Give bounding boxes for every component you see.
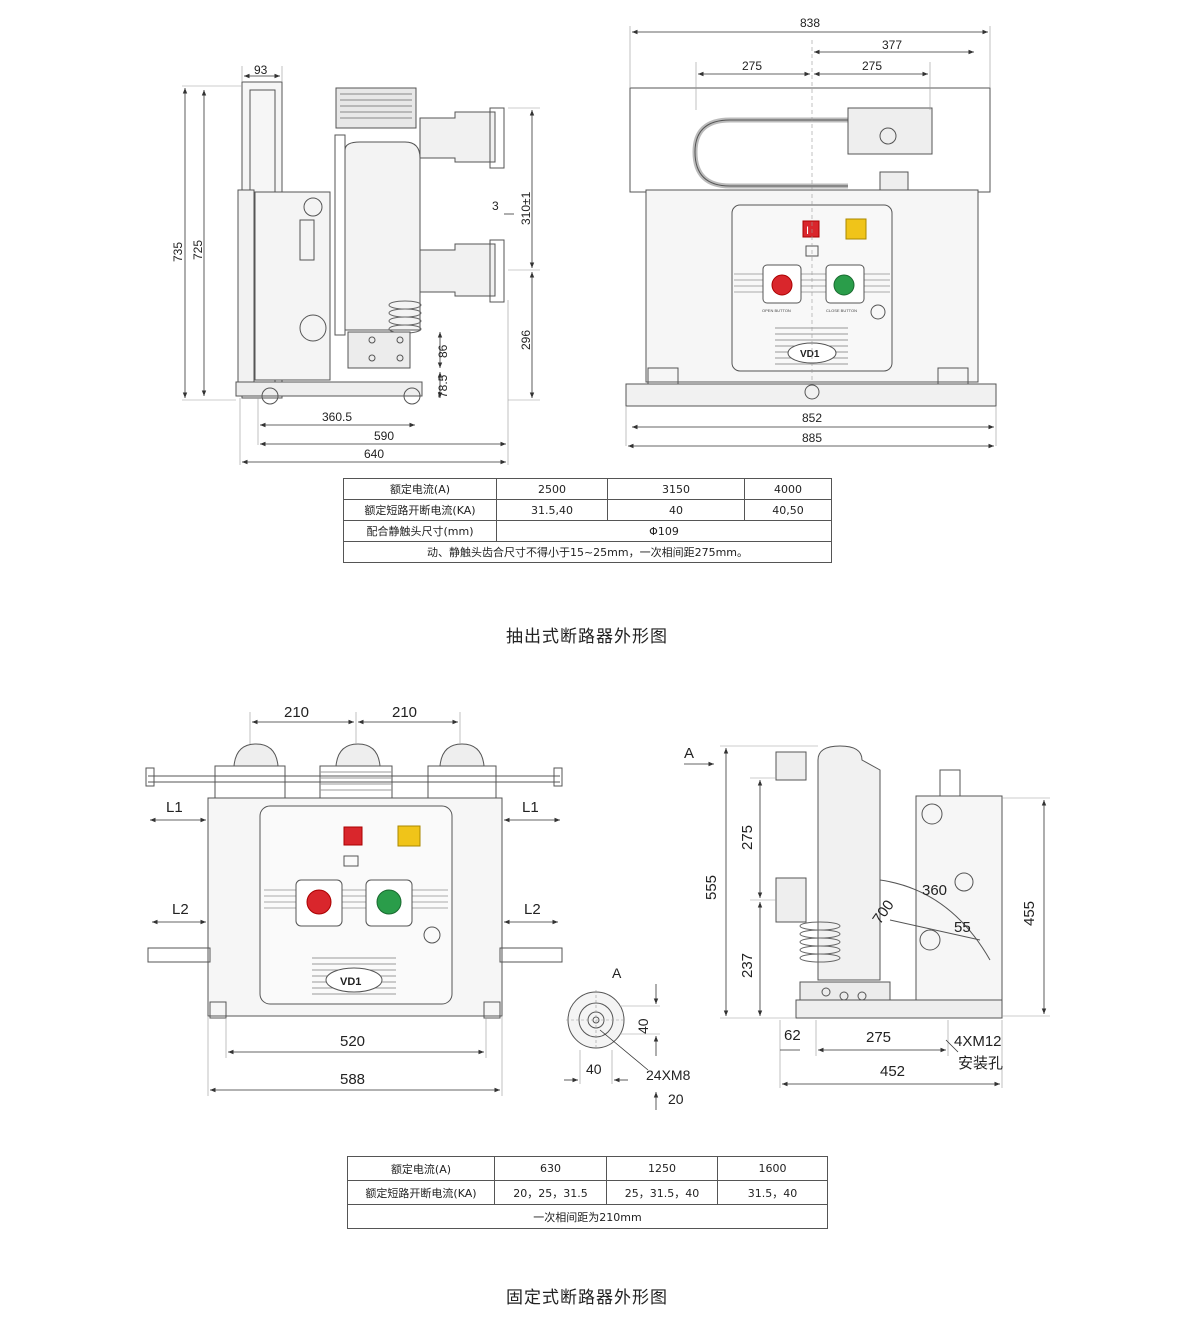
- dim-86: 86: [436, 344, 450, 358]
- dim-852: 852: [802, 411, 822, 425]
- dim-62: 62: [784, 1027, 801, 1044]
- dim-275-upper: 275: [739, 825, 756, 850]
- table-cell: 40: [607, 499, 745, 521]
- withdrawable-front-view: I VD1 OPEN BUTTON CLOSE BUTTON: [625, 16, 997, 449]
- table-cell: 630: [494, 1156, 607, 1181]
- dim-l2-right: L2: [524, 901, 541, 918]
- table-cell: 40,50: [744, 499, 832, 521]
- caption-fixed: 固定式断路器外形图: [506, 1288, 668, 1308]
- table-note: 一次相间距为210mm: [347, 1204, 828, 1229]
- table-row: 额定电流(A) 630 1250 1600: [347, 1156, 828, 1181]
- dim-520: 520: [340, 1033, 365, 1050]
- dim-l2-left: L2: [172, 901, 189, 918]
- table-cell: 31.5，40: [717, 1180, 828, 1205]
- dim-725: 725: [191, 240, 205, 260]
- table-row: 额定短路开断电流(KA) 31.5,40 40 40,50: [343, 499, 832, 521]
- dim-735: 735: [171, 242, 185, 262]
- withdrawable-spec-table: 额定电流(A) 2500 3150 4000 额定短路开断电流(KA) 31.5…: [343, 478, 832, 563]
- table-cell: 1600: [717, 1156, 828, 1181]
- dim-275-left: 275: [742, 59, 762, 73]
- dim-l1-right: L1: [522, 799, 539, 816]
- detail-label-a: A: [612, 965, 622, 981]
- fixed-front-view: VD1 210 210 L1 L1 L2 L2: [145, 704, 563, 1096]
- dim-452: 452: [880, 1063, 905, 1080]
- dim-360: 360: [922, 882, 947, 899]
- dim-588: 588: [340, 1071, 365, 1088]
- withdrawable-side-view: 93 735 725 3 310±1 296 86 78.5 360.5 590…: [171, 63, 540, 465]
- fixed-brand-vd1: VD1: [340, 976, 361, 988]
- fixed-detail-a: A 40 40 24XM8 20: [564, 965, 691, 1110]
- dim-377: 377: [882, 38, 902, 52]
- table-row: 配合静触头尺寸(mm) Φ109: [343, 520, 832, 542]
- table-cell: 4000: [744, 478, 832, 500]
- dim-210-right: 210: [392, 704, 417, 721]
- open-button-label: OPEN BUTTON: [762, 308, 791, 313]
- detail-dim-40-v: 40: [635, 1018, 651, 1034]
- table-cell: 1250: [606, 1156, 718, 1181]
- table-cell: 额定短路开断电流(KA): [343, 499, 497, 521]
- dim-296: 296: [519, 330, 533, 350]
- dim-590: 590: [374, 429, 394, 443]
- table-row: 动、静触头齿合尺寸不得小于15~25mm，一次相间距275mm。: [343, 541, 832, 563]
- svg-text:I: I: [806, 225, 809, 237]
- detail-depth: 20: [668, 1091, 684, 1107]
- dim-640: 640: [364, 447, 384, 461]
- detail-thread: 24XM8: [646, 1067, 691, 1083]
- dim-93: 93: [254, 63, 268, 77]
- dim-310: 310±1: [519, 191, 533, 225]
- dim-455: 455: [1021, 901, 1038, 926]
- table-row: 额定短路开断电流(KA) 20，25，31.5 25，31.5，40 31.5，…: [347, 1180, 828, 1205]
- dim-275-mount: 275: [866, 1029, 891, 1046]
- mount-hole-label: 安装孔: [958, 1055, 1003, 1072]
- table-cell: 2500: [496, 478, 608, 500]
- dim-885: 885: [802, 431, 822, 445]
- fixed-side-view: A 555 275 237 360 700 55 455 62 275 4XM1…: [684, 745, 1050, 1088]
- table-cell: 额定电流(A): [347, 1156, 495, 1181]
- table-cell: 额定电流(A): [343, 478, 497, 500]
- table-cell: 3150: [607, 478, 745, 500]
- caption-withdrawable: 抽出式断路器外形图: [506, 627, 668, 647]
- dim-275-right: 275: [862, 59, 882, 73]
- close-button-label: CLOSE BUTTON: [826, 308, 857, 313]
- dim-838: 838: [800, 16, 820, 30]
- front-brand-vd1: VD1: [800, 349, 820, 360]
- table-cell: Φ109: [496, 520, 832, 542]
- dim-210-left: 210: [284, 704, 309, 721]
- table-row: 一次相间距为210mm: [347, 1204, 828, 1229]
- detail-dim-40-h: 40: [586, 1061, 602, 1077]
- table-cell: 20，25，31.5: [494, 1180, 607, 1205]
- dim-78-5: 78.5: [436, 374, 450, 398]
- table-cell: 25，31.5，40: [606, 1180, 718, 1205]
- fixed-spec-table: 额定电流(A) 630 1250 1600 额定短路开断电流(KA) 20，25…: [347, 1156, 828, 1229]
- table-cell: 31.5,40: [496, 499, 608, 521]
- table-row: 额定电流(A) 2500 3150 4000: [343, 478, 832, 500]
- table-cell: 额定短路开断电流(KA): [347, 1180, 495, 1205]
- dim-555: 555: [703, 875, 720, 900]
- dim-4xm12: 4XM12: [954, 1033, 1002, 1050]
- dim-237: 237: [739, 953, 756, 978]
- dim-3: 3: [492, 199, 499, 213]
- dim-l1-left: L1: [166, 799, 183, 816]
- dim-360-5: 360.5: [322, 410, 352, 424]
- table-cell: 配合静触头尺寸(mm): [343, 520, 497, 542]
- side-view-arrow-a: A: [684, 745, 694, 762]
- table-note: 动、静触头齿合尺寸不得小于15~25mm，一次相间距275mm。: [343, 541, 832, 563]
- dim-55: 55: [954, 919, 971, 936]
